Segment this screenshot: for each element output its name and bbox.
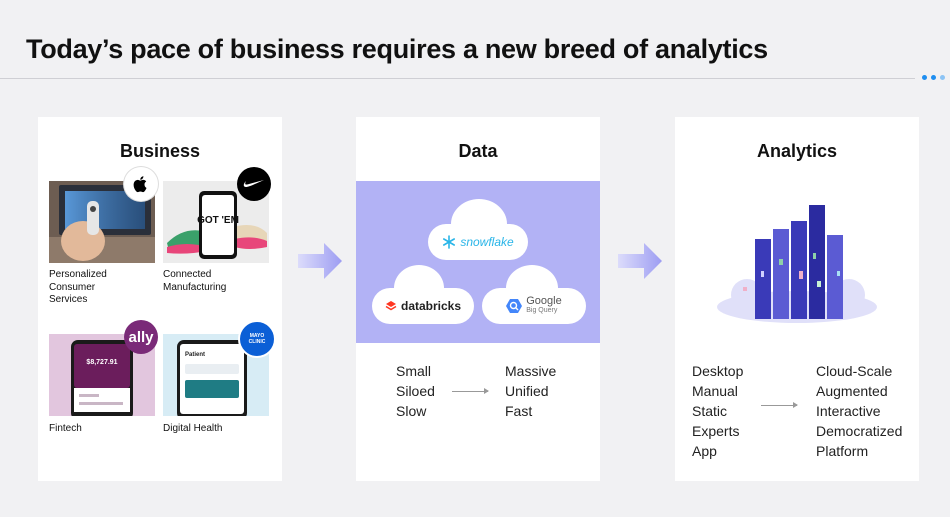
pagination-dot [940,75,945,80]
caption-text: Fintech [49,423,82,434]
bigquery-icon [506,299,523,313]
analytics-to-item: Interactive [816,403,881,419]
data-to-item: Fast [505,403,533,419]
tile-caption-manufacturing: Connected Manufacturing [163,269,273,294]
analytics-to-item: Democratized [816,423,903,439]
databricks-cloud: databricks [372,288,474,324]
apple-logo-icon [124,167,158,201]
analytics-from-item: App [692,443,717,459]
pagination-dot [931,75,936,80]
mayo-clinic-logo-text: MAYO CLINIC [248,333,266,345]
fintech-image: $8,727.91 ally [49,320,158,420]
analytics-title: Analytics [756,141,838,161]
transition-arrow [761,402,798,408]
snowflake-label: snowflake [460,235,514,249]
analytics-from-item: Manual [692,383,738,399]
analytics-to-list: Cloud-Scale Augmented Interactive Democr… [816,361,902,461]
analytics-from-item: Static [692,403,728,419]
phone-sneaker-illustration: GOT 'EM [163,181,269,263]
tile-caption-health: Digital Health [163,423,273,436]
analytics-cloud-bars-illustration [717,205,877,323]
nike-swoosh-icon [237,167,271,201]
data-from-item: Slow [396,403,427,419]
pagination-dots [922,75,945,80]
transition-arrow [452,388,489,394]
tile-caption-consumer: Personalized Consumer Services [49,269,159,307]
fintech-balance: $8,727.91 [86,359,117,366]
data-sources-band: snowflake databricks Google Big Query [356,181,600,343]
data-panel: Data snowflake databricks [356,117,600,481]
tile-caption-fintech: Fintech [49,423,159,436]
flow-arrow-icon [618,243,662,279]
manufacturing-image: GOT 'EM [163,167,271,263]
flow-arrow-icon [298,243,342,279]
analytics-to-item: Cloud-Scale [816,363,893,379]
data-from-list: Small Siloed Slow [396,361,435,421]
caption-text: Personalized Consumer Services [49,269,107,305]
bigquery-label: Google [526,295,562,307]
analytics-from-item: Experts [692,423,740,439]
snowflake-icon [443,235,456,249]
data-from-item: Siloed [396,383,435,399]
data-from-item: Small [396,363,432,379]
caption-text: Connected Manufacturing [163,269,227,293]
business-panel: Business Personalized Consumer Services [38,117,282,481]
mayo-clinic-logo-badge: MAYO CLINIC [238,320,276,358]
bigquery-sublabel: Big Query [526,307,558,314]
data-to-item: Massive [505,363,557,379]
consumer-services-image [49,167,158,263]
health-screen-title: Patient [185,352,205,358]
analytics-to-item: Augmented [816,383,888,399]
bigquery-label-group: Google Big Query [526,296,561,316]
title-divider [0,78,915,79]
data-to-list: Massive Unified Fast [505,361,556,421]
analytics-to-item: Platform [816,443,869,459]
digital-health-image: Patient MAYO CLINIC [163,320,276,420]
snowflake-cloud: snowflake [428,224,528,260]
ally-logo-text: ally [128,328,154,346]
page-title: Today’s pace of business requires a new … [26,34,768,64]
analytics-panel: Analytics Desktop Manual Static Experts … [675,117,919,481]
business-title: Business [119,141,201,161]
data-to-item: Unified [505,383,549,399]
caption-text: Digital Health [163,423,223,434]
analytics-from-list: Desktop Manual Static Experts App [692,361,743,461]
data-title: Data [458,141,498,161]
databricks-icon [385,301,397,311]
pagination-dot [922,75,927,80]
shoe-box-text: GOT 'EM [197,215,239,226]
databricks-label: databricks [400,299,462,313]
ally-logo-badge: ally [124,320,158,354]
bigquery-cloud: Google Big Query [482,288,586,324]
analytics-from-item: Desktop [692,363,744,379]
fintech-phone-illustration: $8,727.91 [49,334,155,420]
